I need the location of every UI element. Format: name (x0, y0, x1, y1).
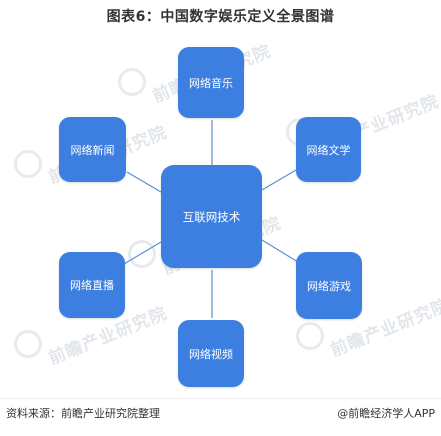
node-label: 网络游戏 (307, 279, 351, 293)
node-news: 网络新闻 (59, 117, 126, 182)
diagram-title: 图表6：中国数字娱乐定义全景图谱 (106, 9, 335, 25)
node-label: 网络文学 (306, 143, 351, 157)
node-music: 网络音乐 (178, 47, 244, 118)
node-live-streaming: 网络直播 (59, 252, 125, 318)
node-video: 网络视频 (178, 320, 244, 387)
center-node: 互联网技术 (161, 165, 262, 268)
brand-credit: @前瞻经济学人APP (337, 405, 435, 421)
connector-lower-left (123, 241, 162, 265)
node-label: 网络音乐 (189, 76, 233, 90)
node-literature: 网络文学 (296, 117, 361, 182)
node-label: 网络视频 (189, 347, 233, 361)
node-label: 网络新闻 (70, 143, 115, 157)
connector-upper-left (126, 171, 162, 193)
connector-upper-right (261, 169, 297, 191)
hub-diagram: 互联网技术 网络音乐 网络文学 网络游戏 网络视频 网络直播 网络新闻 (0, 40, 441, 395)
footer-divider (0, 398, 441, 399)
source-note: 资料来源：前瞻产业研究院整理 (6, 407, 160, 420)
node-games: 网络游戏 (296, 252, 362, 319)
connector-lines (123, 120, 299, 318)
connector-lower-right (261, 239, 299, 263)
node-label: 网络直播 (70, 279, 114, 292)
center-node-label: 互联网技术 (182, 209, 241, 224)
brand-text: @前瞻经济学人APP (337, 407, 435, 420)
